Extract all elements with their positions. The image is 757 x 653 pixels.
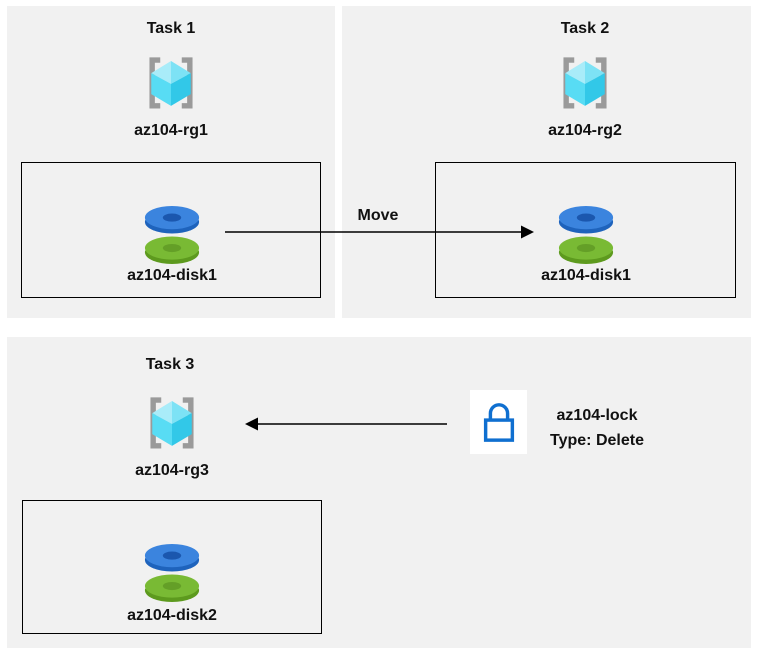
managed-disk-icon [557, 205, 615, 265]
task3-panel: Task 3 az104-rg3 az104-lock Type: Delete… [7, 337, 751, 648]
resource-group-icon [141, 52, 202, 113]
resource-group-icon [555, 52, 616, 113]
resource-group-label: az104-rg1 [134, 122, 208, 139]
disk-label: az104-disk1 [127, 267, 217, 284]
resource-group-label: az104-rg3 [135, 462, 209, 479]
lock-name-label: az104-lock [556, 407, 638, 424]
task3-title: Task 3 [145, 356, 195, 373]
move-arrow [225, 225, 534, 239]
disk-label: az104-disk1 [541, 267, 631, 284]
task2-panel: Task 2 az104-rg2 az104-disk1 [342, 6, 751, 318]
lock-icon-card [470, 390, 527, 454]
managed-disk-icon [143, 205, 201, 265]
disk-label: az104-disk2 [127, 607, 217, 624]
task1-title: Task 1 [146, 20, 196, 37]
task3-disk-box: az104-disk2 [22, 500, 322, 634]
managed-disk-icon [143, 543, 201, 603]
task2-disk-box: az104-disk1 [435, 162, 736, 298]
lock-arrow [245, 417, 447, 431]
lock-type-label: Type: Delete [550, 432, 644, 449]
resource-group-label: az104-rg2 [548, 122, 622, 139]
lock-icon [483, 403, 514, 442]
lock-text: az104-lock Type: Delete [550, 403, 644, 453]
task1-disk-box: az104-disk1 [21, 162, 321, 298]
task1-panel: Task 1 az104-rg1 az104-disk1 [7, 6, 335, 318]
resource-group-icon [142, 392, 203, 453]
task2-title: Task 2 [560, 20, 610, 37]
move-arrow-label: Move [357, 207, 399, 224]
